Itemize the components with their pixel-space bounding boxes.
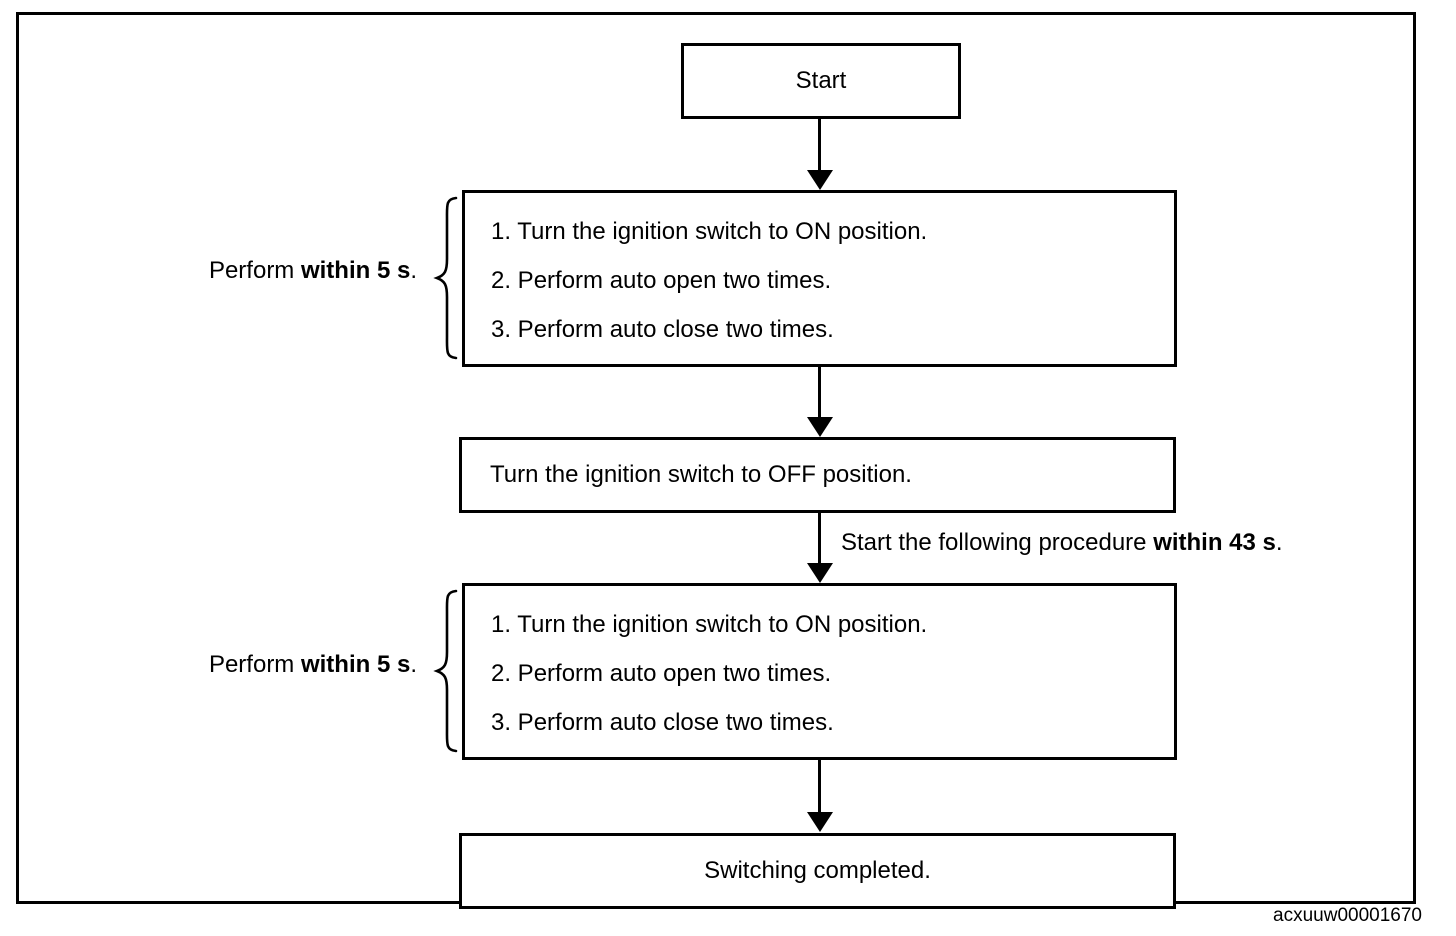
perform-within-label-2-suffix: . bbox=[410, 651, 417, 678]
arrow-off-to-procedure2-line bbox=[818, 513, 821, 564]
arrow-start-to-procedure1-head bbox=[807, 170, 833, 190]
perform-within-label-1-bold: within 5 s bbox=[300, 257, 411, 284]
ignition-off-box: Turn the ignition switch to OFF position… bbox=[459, 437, 1176, 513]
procedure-box-2-step-3: 3. Perform auto close two times. bbox=[491, 709, 834, 737]
figure-id: acxuuw00001670 bbox=[1273, 905, 1422, 926]
arrow-procedure2-to-end-line bbox=[818, 760, 821, 813]
left-brace-icon bbox=[433, 196, 458, 360]
procedure-box-2-step-2: 2. Perform auto open two times. bbox=[491, 660, 832, 688]
diagram-border: Start Perform within 5 s. 1. Turn the ig… bbox=[16, 12, 1416, 909]
arrow-procedure2-to-end-head bbox=[807, 812, 833, 832]
arrow-procedure1-to-off-line bbox=[818, 367, 821, 418]
timing-note-suffix: . bbox=[1275, 529, 1283, 556]
timing-note-bold: within 43 s bbox=[1153, 529, 1276, 556]
timing-note-prefix: Start the following procedure bbox=[841, 529, 1154, 556]
ignition-off-box-label: Turn the ignition switch to OFF position… bbox=[490, 460, 912, 488]
perform-within-label-1-suffix: . bbox=[410, 257, 417, 284]
start-node: Start bbox=[681, 43, 961, 119]
perform-within-label-2-bold: within 5 s bbox=[300, 651, 411, 678]
perform-within-label-1-prefix: Perform bbox=[208, 257, 301, 284]
procedure-box-2: 1. Turn the ignition switch to ON positi… bbox=[462, 583, 1177, 760]
procedure-box-1-step-2: 2. Perform auto open two times. bbox=[491, 267, 832, 295]
procedure-box-2-step-1: 1. Turn the ignition switch to ON positi… bbox=[491, 611, 928, 639]
end-node: Switching completed. bbox=[459, 833, 1176, 909]
arrow-procedure1-to-off-head bbox=[807, 417, 833, 437]
procedure-box-1-step-3: 3. Perform auto close two times. bbox=[491, 316, 834, 344]
timing-note: Start the following procedure within 43 … bbox=[841, 529, 1283, 557]
arrow-off-to-procedure2-head bbox=[807, 563, 833, 583]
perform-within-label-1: Perform within 5 s. bbox=[159, 258, 417, 284]
perform-within-label-2: Perform within 5 s. bbox=[159, 652, 417, 678]
perform-within-label-2-prefix: Perform bbox=[208, 651, 301, 678]
left-brace-icon bbox=[433, 589, 458, 753]
procedure-box-1-step-1: 1. Turn the ignition switch to ON positi… bbox=[491, 218, 928, 246]
start-node-label: Start bbox=[795, 66, 847, 94]
procedure-box-1: 1. Turn the ignition switch to ON positi… bbox=[462, 190, 1177, 367]
end-node-label: Switching completed. bbox=[704, 856, 931, 884]
arrow-start-to-procedure1-line bbox=[818, 119, 821, 171]
